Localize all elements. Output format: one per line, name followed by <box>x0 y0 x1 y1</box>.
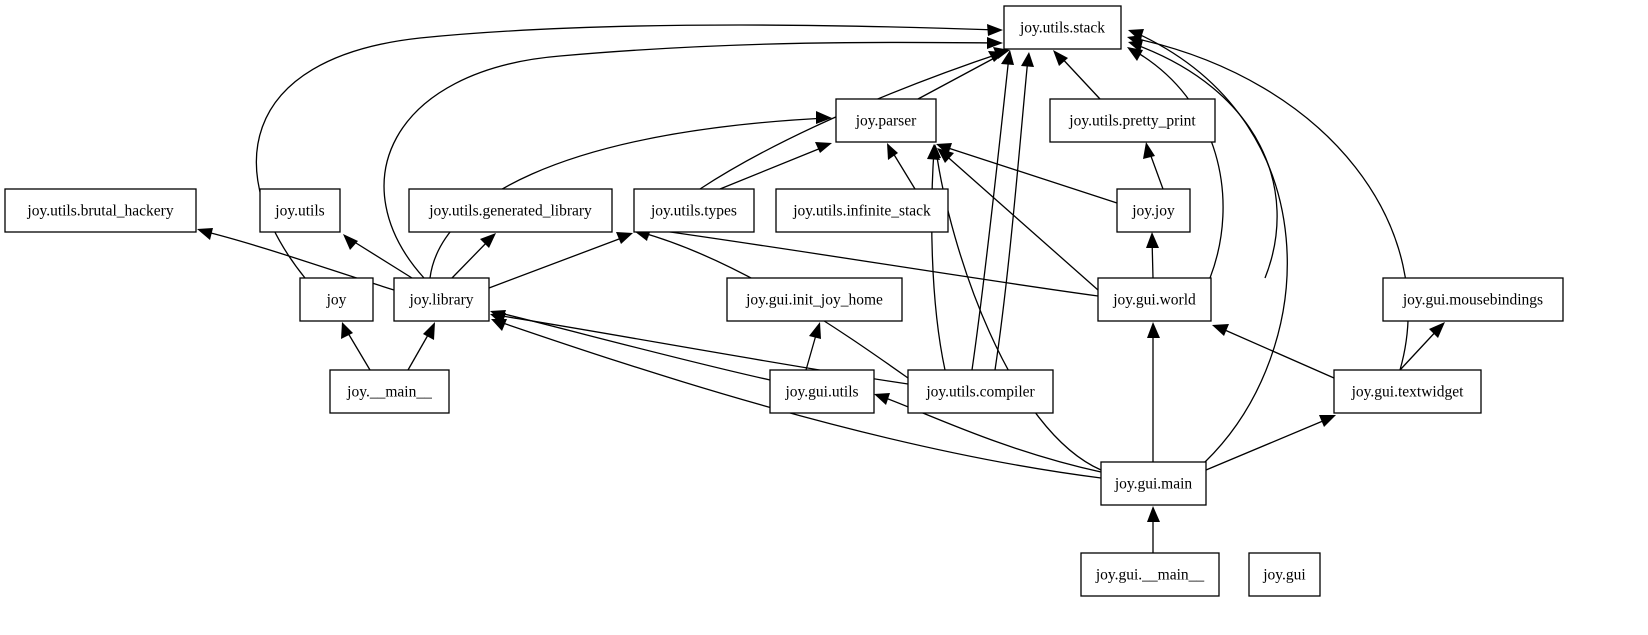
node-joy-joy[interactable]: joy.joy <box>1116 188 1191 233</box>
node-joy-gui-world[interactable]: joy.gui.world <box>1097 277 1212 322</box>
edge-guimain-to-guiutils <box>874 393 1102 473</box>
node-label: joy.utils.pretty_print <box>1068 113 1196 130</box>
edge-joyjoy-to-prettyprint <box>1143 142 1164 190</box>
node-joy-gui-init-joy-home[interactable]: joy.gui.init_joy_home <box>726 277 903 322</box>
node-layer: joy.utils.stack joy.parser joy.utils.pre… <box>4 5 1564 597</box>
node-label: joy <box>326 292 347 309</box>
edge-mainmodule-to-library <box>407 322 435 371</box>
node-label: joy.__main__ <box>346 384 432 401</box>
edge-world-to-joyjoy <box>1146 232 1159 279</box>
node-label: joy.joy <box>1131 203 1175 220</box>
edge-library-to-utils <box>343 234 413 279</box>
node-joy-utils[interactable]: joy.utils <box>259 188 341 233</box>
node-joy-parser[interactable]: joy.parser <box>835 98 937 143</box>
node-label: joy.gui <box>1262 567 1306 584</box>
edge-types-to-parser <box>719 142 832 190</box>
edge-textwidget-to-mousebindings <box>1399 322 1445 371</box>
edge-compiler-to-parser <box>927 144 946 371</box>
edge-library-to-parser <box>429 111 832 279</box>
edge-mainmodule-to-joy <box>341 322 371 371</box>
edge-world-to-parser <box>937 148 1099 291</box>
edge-worldgroup-to-stack-extra <box>1128 40 1278 279</box>
edge-infinitestack-to-parser <box>887 143 916 190</box>
edge-joy-to-stack <box>255 24 1003 279</box>
edge-guimainmodule-to-guimain <box>1147 506 1160 553</box>
edge-guimain-to-stack <box>1128 29 1288 463</box>
node-label: joy.gui.mousebindings <box>1402 292 1543 309</box>
edge-guimain-to-world <box>1147 322 1160 462</box>
node-label: joy.library <box>409 292 474 309</box>
node-label: joy.utils <box>274 203 324 220</box>
edge-library-to-stack <box>383 37 1003 279</box>
edge-library-to-generatedlibrary <box>451 233 496 279</box>
edge-parser-to-stack <box>917 51 1005 100</box>
edge-compiler-to-stack-b <box>994 52 1034 371</box>
edge-layer <box>197 24 1445 553</box>
node-joy[interactable]: joy <box>299 277 374 322</box>
node-label: joy.parser <box>855 113 917 130</box>
node-joy-utils-pretty-print[interactable]: joy.utils.pretty_print <box>1049 98 1216 143</box>
node-joy-gui-main[interactable]: joy.gui.main <box>1100 461 1207 506</box>
node-label: joy.utils.compiler <box>925 384 1035 401</box>
node-label: joy.gui.main <box>1114 476 1193 493</box>
node-label: joy.gui.init_joy_home <box>745 292 883 309</box>
node-joy-utils-stack[interactable]: joy.utils.stack <box>1003 5 1122 50</box>
node-label: joy.utils.brutal_hackery <box>26 203 173 220</box>
node-joy-gui-mousebindings[interactable]: joy.gui.mousebindings <box>1382 277 1564 322</box>
edge-guiutils-to-initjoyhome <box>805 322 821 371</box>
node-joy-utils-compiler[interactable]: joy.utils.compiler <box>907 369 1054 414</box>
node-joy-gui-utils[interactable]: joy.gui.utils <box>769 369 875 414</box>
node-joy-utils-brutal-hackery[interactable]: joy.utils.brutal_hackery <box>4 188 197 233</box>
edge-world-to-stack <box>1127 47 1224 279</box>
edge-textwidget-to-world <box>1212 324 1335 379</box>
node-joy-library[interactable]: joy.library <box>393 277 490 322</box>
edge-compiler-to-stack-a <box>971 50 1014 371</box>
node-joy-gui-main-module[interactable]: joy.gui.__main__ <box>1080 552 1220 597</box>
node-label: joy.utils.stack <box>1019 20 1105 37</box>
node-joy-main-module[interactable]: joy.__main__ <box>329 369 450 414</box>
edge-prettyprint-to-stack <box>1053 50 1101 100</box>
node-label: joy.utils.types <box>650 203 737 220</box>
edge-guimain-to-textwidget <box>1205 415 1336 471</box>
node-label: joy.utils.generated_library <box>428 203 592 220</box>
node-joy-utils-types[interactable]: joy.utils.types <box>633 188 755 233</box>
edge-library-to-types <box>488 232 633 289</box>
node-joy-gui-textwidget[interactable]: joy.gui.textwidget <box>1333 369 1482 414</box>
node-joy-utils-generated-library[interactable]: joy.utils.generated_library <box>408 188 613 233</box>
node-label: joy.gui.__main__ <box>1095 567 1205 584</box>
node-label: joy.gui.textwidget <box>1351 384 1464 401</box>
edge-joyjoy-to-parser <box>936 143 1118 204</box>
node-label: joy.gui.world <box>1112 292 1196 309</box>
node-label: joy.gui.utils <box>784 384 858 401</box>
node-joy-utils-infinite-stack[interactable]: joy.utils.infinite_stack <box>775 188 949 233</box>
node-label: joy.utils.infinite_stack <box>792 203 931 220</box>
node-joy-gui[interactable]: joy.gui <box>1248 552 1321 597</box>
